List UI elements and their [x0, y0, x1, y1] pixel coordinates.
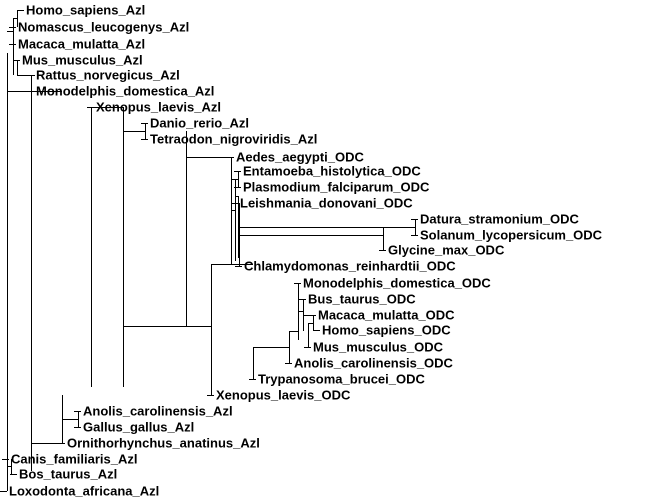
leaf-label-danio-azl: Danio_rerio_Azl — [150, 116, 249, 131]
leaf-label-canis-azl: Canis_familiaris_Azl — [11, 452, 137, 467]
leaf-label-monodelphis-odc: Monodelphis_domestica_ODC — [303, 276, 491, 291]
leaf-label-nomascus-azl: Nomascus_leucogenys_Azl — [18, 20, 189, 35]
leaf-label-macaca-odc: Macaca_mulatta_ODC — [318, 308, 455, 323]
leaf-label-mus-azl: Mus_musculus_Azl — [22, 53, 143, 68]
leaf-label-anolis-odc: Anolis_carolinensis_ODC — [294, 356, 454, 371]
leaf-label-chlamydomonas-odc: Chlamydomonas_reinhardtii_ODC — [244, 259, 456, 274]
tree-leaf-labels: Homo_sapiens_AzlNomascus_leucogenys_AzlM… — [9, 3, 603, 499]
leaf-label-tetraodon-azl: Tetraodon_nigroviridis_Azl — [150, 132, 317, 147]
leaf-label-homo-odc: Homo_sapiens_ODC — [322, 323, 451, 338]
leaf-label-anolis-azl: Anolis_carolinensis_Azl — [83, 404, 233, 419]
leaf-label-xenopus-azl: Xenopus_laevis_Azl — [96, 100, 221, 115]
leaf-label-macaca-azl: Macaca_mulatta_Azl — [18, 37, 145, 52]
leaf-label-xenopus-odc: Xenopus_laevis_ODC — [216, 388, 351, 403]
leaf-label-entamoeba-odc: Entamoeba_histolytica_ODC — [243, 164, 421, 179]
leaf-label-plasmodium-odc: Plasmodium_falciparum_ODC — [243, 180, 430, 195]
leaf-label-rattus-azl: Rattus_norvegicus_Azl — [36, 68, 180, 83]
leaf-label-datura-odc: Datura_stramonium_ODC — [420, 212, 580, 227]
leaf-label-loxodonta-azl: Loxodonta_africana_Azl — [9, 484, 159, 499]
leaf-label-ornitho-azl: Ornithorhynchus_anatinus_Azl — [67, 436, 260, 451]
leaf-label-aedes-odc: Aedes_aegypti_ODC — [236, 150, 364, 165]
leaf-label-mus-odc: Mus_musculus_ODC — [313, 340, 444, 355]
leaf-label-bos-azl: Bos_taurus_Azl — [19, 467, 117, 482]
leaf-label-homo-azl: Homo_sapiens_Azl — [26, 3, 145, 18]
leaf-label-trypanosoma-odc: Trypanosoma_brucei_ODC — [258, 372, 425, 387]
leaf-label-solanum-odc: Solanum_lycopersicum_ODC — [420, 228, 603, 243]
leaf-label-bos-odc: Bus_taurus_ODC — [308, 292, 416, 307]
leaf-label-leishmania-odc: Leishmania_donovani_ODC — [240, 196, 413, 211]
leaf-label-gallus-azl: Gallus_gallus_Azl — [83, 420, 194, 435]
tree-branches — [0, 10, 418, 492]
leaf-label-glycine-odc: Glycine_max_ODC — [388, 243, 505, 258]
leaf-label-monodelphis-azl: Monodelphis_domestica_Azl — [36, 84, 214, 99]
